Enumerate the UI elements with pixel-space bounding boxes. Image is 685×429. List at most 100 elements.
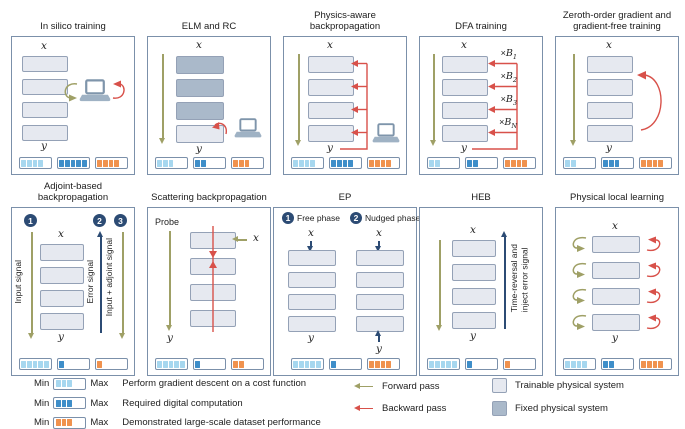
min-label: Min bbox=[34, 378, 50, 389]
panel-title: ELM and RC bbox=[181, 20, 237, 32]
step-2-badge: 2 bbox=[93, 214, 106, 227]
local-update-arrow bbox=[646, 288, 661, 304]
backward-cycle-arrow bbox=[112, 80, 125, 99]
legend-digital-row: Min Max Required digital computation bbox=[34, 397, 321, 410]
panel-scattering-backpropagation: Scattering backpropagation Probe y x bbox=[141, 175, 277, 376]
feedback-weight-label: ×B2 bbox=[500, 71, 517, 84]
adjoint-signal-label: Input + adjoint signal bbox=[104, 238, 114, 317]
legend-description: Perform gradient descent on a cost funct… bbox=[122, 378, 307, 389]
panel-physics-aware-backpropagation: Physics-aware backpropagation x y bbox=[277, 4, 413, 175]
forward-pass-arrow-icon bbox=[352, 381, 376, 391]
dataset-performance-meter bbox=[638, 358, 672, 370]
gradient-descent-meter bbox=[290, 358, 324, 370]
x-label: x bbox=[461, 39, 467, 51]
panel-ep: EP 1 Free phase x y bbox=[273, 175, 420, 376]
dataset-performance-meter bbox=[366, 157, 400, 169]
input-arrow bbox=[375, 241, 381, 252]
legend-gradient-row: Min Max Perform gradient descent on a co… bbox=[34, 377, 321, 390]
probe-forward-arrow bbox=[166, 231, 172, 331]
dataset-performance-meter bbox=[53, 416, 87, 429]
physical-layer-block bbox=[442, 125, 488, 142]
y-label: y bbox=[167, 332, 173, 344]
error-signal-arrow bbox=[97, 231, 103, 333]
rating-meters bbox=[274, 358, 416, 370]
physical-layer-block bbox=[40, 290, 84, 307]
phase-2-badge: 2 bbox=[350, 212, 362, 224]
panel-box: x y Time-reversal and inject error signa… bbox=[419, 207, 543, 376]
x-label: x bbox=[58, 228, 64, 240]
forward-pass-arrow bbox=[436, 240, 442, 331]
feedback-alignment-path bbox=[472, 60, 518, 150]
x-label: x bbox=[308, 227, 314, 239]
legend-dataset-row: Min Max Demonstrated large-scale dataset… bbox=[34, 416, 321, 429]
input-injection-arrow bbox=[232, 236, 247, 242]
panel-box: x y bbox=[147, 36, 271, 175]
panel-in-silico-training: In silico training x y bbox=[5, 4, 141, 175]
gradient-descent-meter bbox=[562, 157, 596, 169]
physical-layer-block bbox=[592, 262, 640, 279]
panel-box: x y bbox=[555, 207, 679, 376]
legend-description: Demonstrated large-scale dataset perform… bbox=[122, 417, 321, 428]
laptop-icon bbox=[79, 79, 111, 102]
backward-pass-path bbox=[340, 60, 368, 150]
scattering-probe-line bbox=[209, 226, 217, 332]
phase-1-badge: 1 bbox=[282, 212, 294, 224]
legend-fixed-system: Fixed physical system bbox=[492, 400, 624, 416]
step-1-badge: 1 bbox=[24, 214, 37, 227]
panel-box: x y ×B1 ×B2 ×B3 ×BN bbox=[419, 36, 543, 175]
dataset-performance-meter bbox=[230, 358, 264, 370]
min-label: Min bbox=[34, 397, 50, 409]
physical-layer-block bbox=[592, 288, 640, 305]
panel-box: 1 2 3 Input signal x y Error signal Inpu… bbox=[11, 207, 135, 376]
physical-layer-block bbox=[587, 102, 633, 119]
physical-layer-block bbox=[288, 272, 336, 288]
local-forward-arrow bbox=[572, 314, 587, 330]
y-label: y bbox=[376, 343, 382, 355]
y-label: y bbox=[327, 142, 333, 154]
physical-layer-block bbox=[40, 313, 84, 330]
rating-meters bbox=[420, 358, 542, 370]
digital-computation-meter bbox=[56, 157, 90, 169]
panel-box: x y bbox=[283, 36, 407, 175]
digital-computation-meter bbox=[328, 358, 362, 370]
feedback-weight-label: ×B3 bbox=[500, 94, 517, 107]
panel-title: In silico training bbox=[40, 20, 106, 32]
local-forward-arrow bbox=[572, 262, 587, 278]
trainable-system-swatch bbox=[492, 377, 507, 393]
y-label: y bbox=[612, 332, 618, 344]
rating-meters bbox=[148, 358, 270, 370]
physical-layer-block bbox=[22, 125, 68, 141]
legend-forward-pass: Forward pass bbox=[352, 380, 446, 392]
x-label: x bbox=[612, 220, 618, 232]
physical-layer-block bbox=[442, 79, 488, 96]
fixed-layer-block bbox=[176, 56, 224, 74]
panel-heb: HEB x y Time-reversal and inject error s… bbox=[413, 175, 549, 376]
physical-layer-block bbox=[288, 316, 336, 332]
physical-layer-block bbox=[356, 294, 404, 310]
local-update-arrow bbox=[646, 262, 661, 278]
rating-meters bbox=[284, 157, 406, 169]
physical-layer-block bbox=[452, 240, 496, 257]
physical-layer-block bbox=[22, 102, 68, 118]
dataset-performance-meter bbox=[502, 157, 536, 169]
max-label: Max bbox=[90, 417, 109, 428]
rating-meters bbox=[148, 157, 270, 169]
physical-layer-block bbox=[587, 79, 633, 96]
gradient-descent-meter bbox=[154, 157, 188, 169]
backward-update-arrow bbox=[212, 122, 227, 135]
digital-computation-meter bbox=[192, 157, 226, 169]
input-signal-arrow bbox=[28, 232, 34, 339]
legend-description: Required digital computation bbox=[122, 397, 243, 409]
panel-title: DFA training bbox=[455, 20, 507, 32]
panel-box: x y bbox=[555, 36, 679, 175]
panel-title: Physics-aware backpropagation bbox=[309, 9, 381, 32]
physical-layer-block bbox=[288, 294, 336, 310]
laptop-icon bbox=[372, 123, 400, 143]
legend-arrow-label: Forward pass bbox=[382, 380, 440, 392]
digital-computation-meter bbox=[56, 358, 90, 370]
physical-layer-block bbox=[587, 125, 633, 142]
nudge-arrow bbox=[375, 330, 381, 342]
x-label: x bbox=[470, 224, 476, 236]
time-reversal-arrow bbox=[501, 231, 507, 329]
